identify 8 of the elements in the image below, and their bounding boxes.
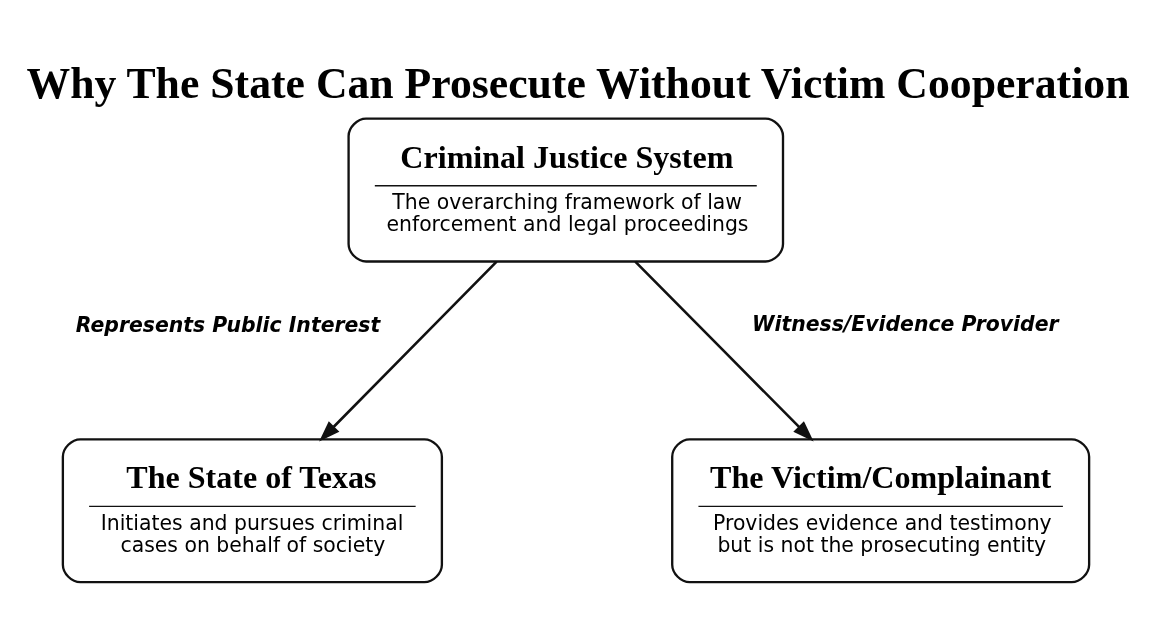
- arrow: [634, 260, 814, 442]
- arrow: [319, 260, 498, 442]
- diagram-title: Why The State Can Prosecute Without Victim Cooperation: [26, 58, 1130, 107]
- node-box: Criminal Justice System The overarching framework of law enforcement and legal proceedings: [347, 116, 785, 263]
- edge-label: Represents Public Interest: [75, 312, 381, 337]
- node-box: The Victim/Complainant Provides evidence and testimony but is not the prosecuting entity: [671, 437, 1091, 583]
- node-box: The State of Texas Initiates and pursues criminal cases on behalf of society: [61, 437, 444, 583]
- edge-label: Witness/Evidence Provider: [751, 311, 1059, 336]
